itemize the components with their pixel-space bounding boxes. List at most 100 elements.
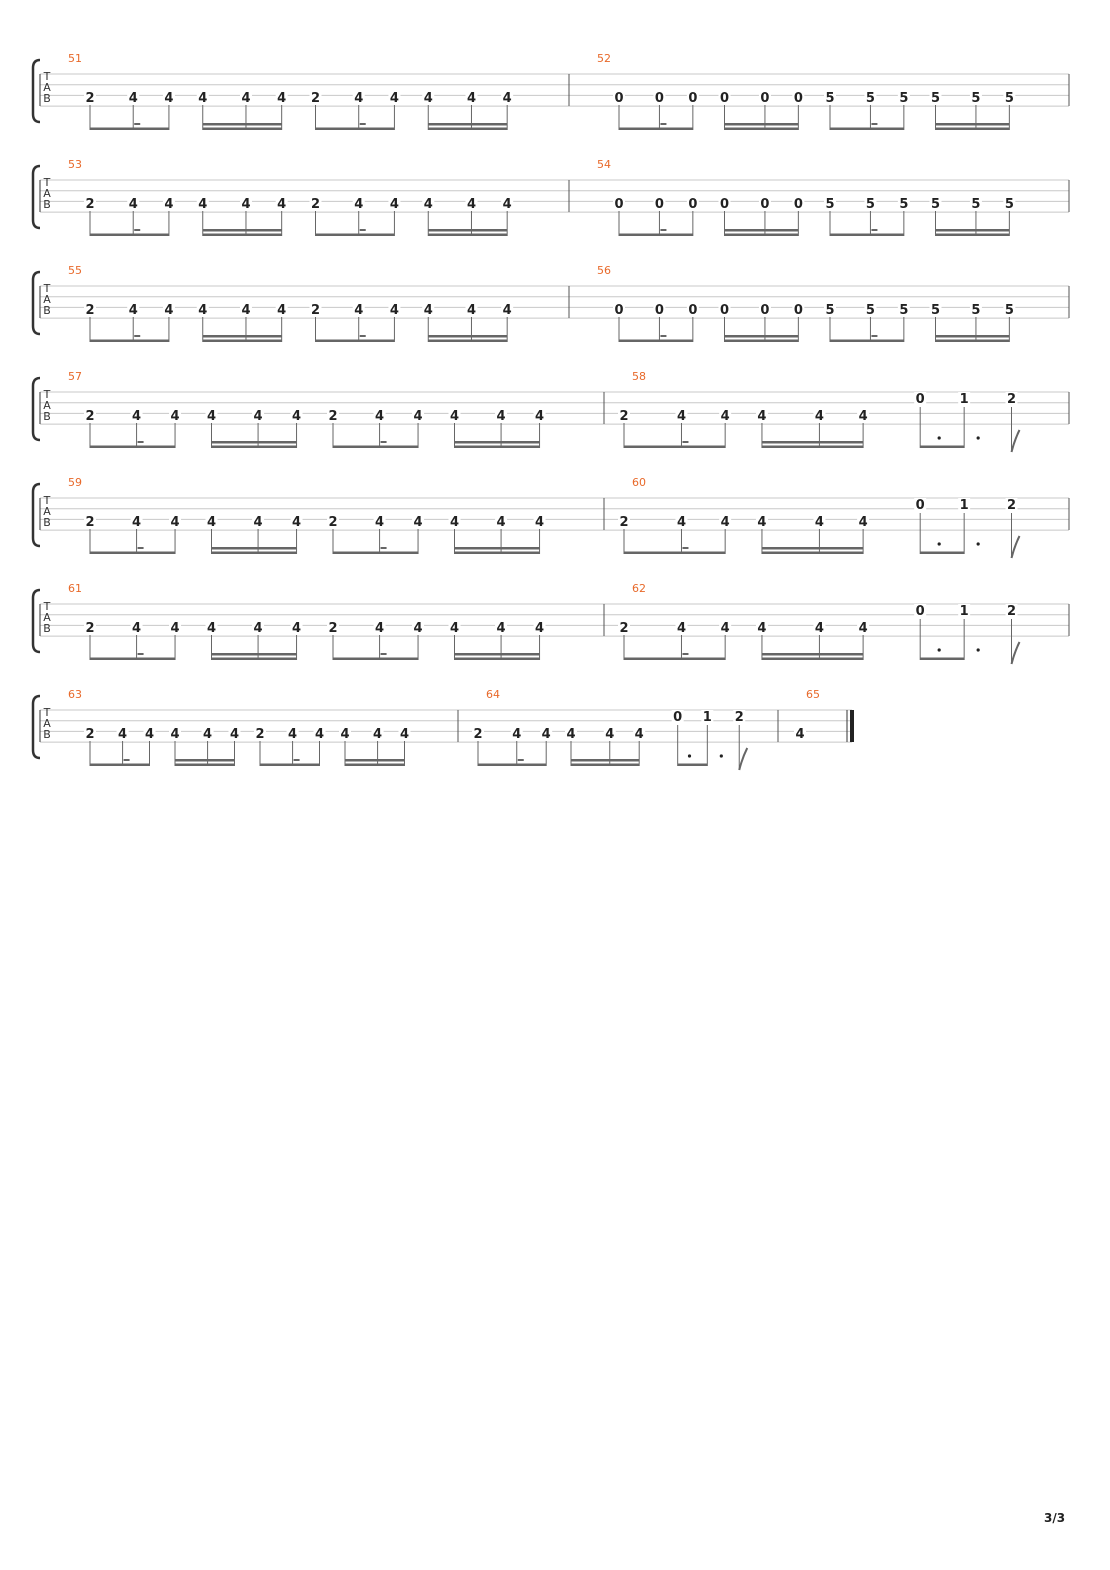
fret-bg: [371, 727, 384, 739]
note-flag: [1010, 429, 1021, 453]
fret-number: 2: [328, 621, 337, 636]
beam: [761, 657, 864, 660]
beam: [202, 233, 282, 236]
fret-number: 0: [614, 197, 623, 212]
fret-bg: [758, 91, 771, 103]
rest-16th: [871, 123, 878, 125]
beam: [761, 653, 864, 656]
fret-bg: [169, 621, 182, 633]
fret-bg: [412, 621, 425, 633]
fret-number: 4: [414, 515, 423, 530]
fret-number: 0: [655, 197, 664, 212]
fret-number: 4: [241, 197, 250, 212]
fret-bg: [398, 727, 411, 739]
fret-number: 2: [85, 727, 94, 742]
fret-bg: [733, 710, 746, 722]
fret-number: 4: [450, 515, 459, 530]
fret-number: 4: [677, 515, 686, 530]
measure-number: 61: [68, 582, 82, 595]
fret-bg: [290, 409, 303, 421]
fret-bg: [239, 91, 252, 103]
system-bracket: [31, 164, 41, 230]
fret-number: 2: [328, 515, 337, 530]
rest-16th: [359, 335, 366, 337]
fret-number: 0: [916, 498, 925, 513]
fret-number: 2: [85, 621, 94, 636]
fret-number: 2: [1007, 604, 1016, 619]
fret-number: 4: [503, 91, 512, 106]
beam: [428, 127, 508, 130]
fret-number: 2: [311, 303, 320, 318]
page-number: 3/3: [1044, 1511, 1066, 1525]
fret-bg: [275, 197, 288, 209]
fret-bg: [813, 621, 826, 633]
fret-number: 4: [129, 197, 138, 212]
fret-bg: [813, 515, 826, 527]
fret-number: 4: [118, 727, 127, 742]
fret-bg: [339, 727, 351, 739]
beam: [202, 229, 282, 232]
fret-number: 4: [354, 303, 363, 318]
fret-bg: [718, 91, 731, 103]
fret-bg: [448, 409, 461, 421]
fret-number: 5: [971, 91, 980, 106]
fret-number: 4: [164, 303, 173, 318]
fret-number: 5: [1005, 91, 1014, 106]
fret-bg: [501, 91, 514, 103]
fret-bg: [127, 197, 140, 209]
fret-number: 4: [132, 515, 141, 530]
tab-clef-letter: B: [43, 92, 51, 105]
fret-bg: [84, 515, 96, 527]
fret-bg: [675, 409, 688, 421]
note-flag: [738, 747, 749, 771]
fret-bg: [969, 197, 982, 209]
beam: [454, 657, 540, 660]
fret-bg: [501, 197, 514, 209]
fret-bg: [653, 303, 666, 315]
fret-number: 5: [825, 197, 834, 212]
fret-number: 4: [542, 727, 551, 742]
fret-bg: [196, 197, 209, 209]
fret-bg: [1005, 498, 1018, 510]
beam: [454, 441, 540, 444]
fret-number: 4: [721, 409, 730, 424]
fret-bg: [857, 409, 870, 421]
beam: [724, 335, 799, 338]
fret-number: 4: [859, 409, 868, 424]
fret-bg: [465, 91, 478, 103]
fret-number: 4: [164, 197, 173, 212]
fret-number: 2: [85, 409, 94, 424]
fret-number: 0: [794, 91, 803, 106]
fret-bg: [309, 303, 322, 315]
fret-bg: [824, 303, 836, 315]
fret-bg: [448, 621, 461, 633]
fret-number: 4: [467, 197, 476, 212]
fret-bg: [84, 409, 96, 421]
fret-bg: [412, 515, 425, 527]
fret-bg: [857, 621, 870, 633]
fret-number: 2: [85, 515, 94, 530]
fret-number: 4: [315, 727, 324, 742]
fret-bg: [824, 91, 836, 103]
fret-number: 4: [254, 515, 263, 530]
fret-number: 0: [673, 710, 682, 725]
fret-number: 4: [170, 727, 179, 742]
fret-number: 4: [292, 409, 301, 424]
fret-number: 0: [688, 303, 697, 318]
beam: [624, 657, 726, 660]
fret-number: 4: [373, 727, 382, 742]
beam: [345, 759, 405, 762]
fret-bg: [162, 197, 175, 209]
beam: [724, 123, 799, 126]
fret-bg: [914, 604, 927, 616]
beam: [619, 233, 693, 236]
beam: [677, 763, 708, 766]
fret-bg: [422, 303, 435, 315]
measure-number: 60: [632, 476, 646, 489]
rest-16th: [660, 335, 667, 337]
fret-bg: [373, 409, 386, 421]
rest-16th: [380, 653, 387, 655]
system-bracket: [31, 376, 41, 442]
